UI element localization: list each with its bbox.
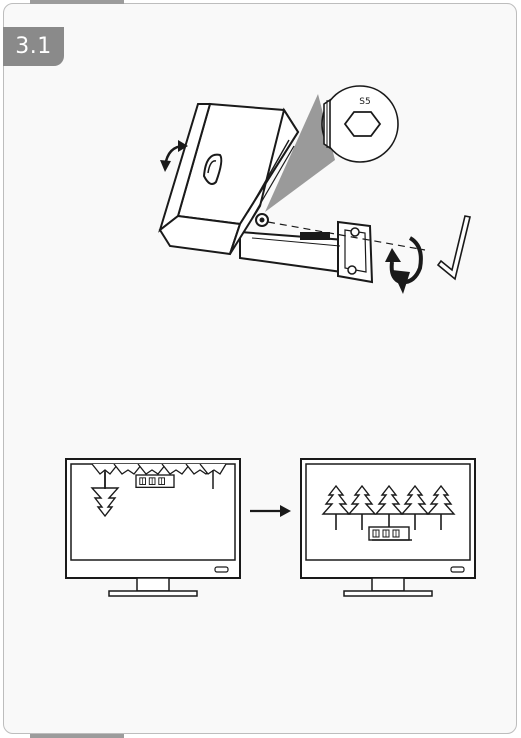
- page-top-tab: [30, 0, 124, 4]
- monitor-misaligned-view-icon: [65, 458, 241, 597]
- monitor-aligned-view-icon: [300, 458, 476, 597]
- page-bottom-tab: [30, 734, 124, 738]
- alignment-line: [267, 221, 426, 251]
- wall-mount-bracket: [239, 213, 374, 284]
- allen-key-icon: [436, 215, 471, 281]
- tool-size-label: S5: [359, 97, 370, 107]
- tool-callout: S5: [321, 85, 399, 163]
- circular-arrow-icon: [385, 236, 423, 294]
- right-arrow-icon: [250, 505, 291, 517]
- hexagon-bolt-icon: [343, 111, 382, 137]
- zoom-callout-cone: [265, 94, 335, 212]
- step-number-badge: 3.1: [3, 27, 64, 66]
- curved-double-arrow-icon: [160, 140, 188, 172]
- bullet-camera-housing-icon: [158, 102, 300, 256]
